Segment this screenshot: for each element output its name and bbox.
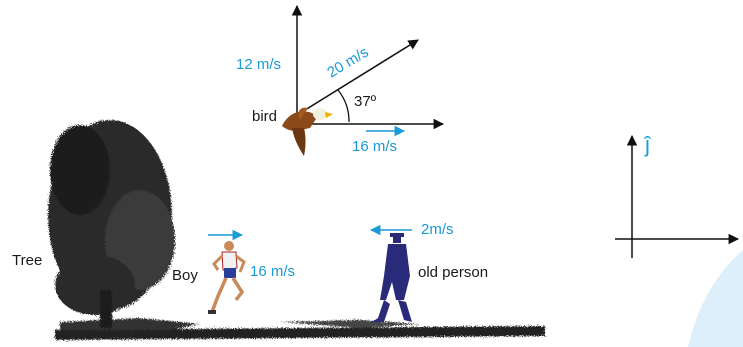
ground bbox=[55, 318, 545, 340]
walking-old-person-figure bbox=[372, 233, 412, 322]
resultant-velocity-arrow bbox=[296, 39, 419, 116]
boy-label: Boy bbox=[172, 267, 198, 284]
vertical-speed-label: 12 m/s bbox=[236, 56, 281, 73]
tree-figure bbox=[48, 120, 175, 328]
j-hat-label: ĵ bbox=[643, 132, 651, 157]
bird-label: bird bbox=[252, 108, 277, 125]
angle-label: 37º bbox=[354, 93, 377, 110]
eagle-figure bbox=[282, 107, 333, 156]
old-person-label: old person bbox=[418, 264, 488, 281]
boy-speed-label: 16 m/s bbox=[250, 263, 295, 280]
watermark-shape bbox=[688, 250, 743, 347]
angle-arc bbox=[337, 89, 350, 123]
old-person-speed-label: 2m/s bbox=[421, 221, 454, 238]
tree-label: Tree bbox=[12, 252, 42, 269]
resultant-speed-label: 20 m/s bbox=[324, 44, 371, 82]
bird-horizontal-speed-label: 16 m/s bbox=[352, 138, 397, 155]
running-boy-figure bbox=[208, 241, 246, 314]
